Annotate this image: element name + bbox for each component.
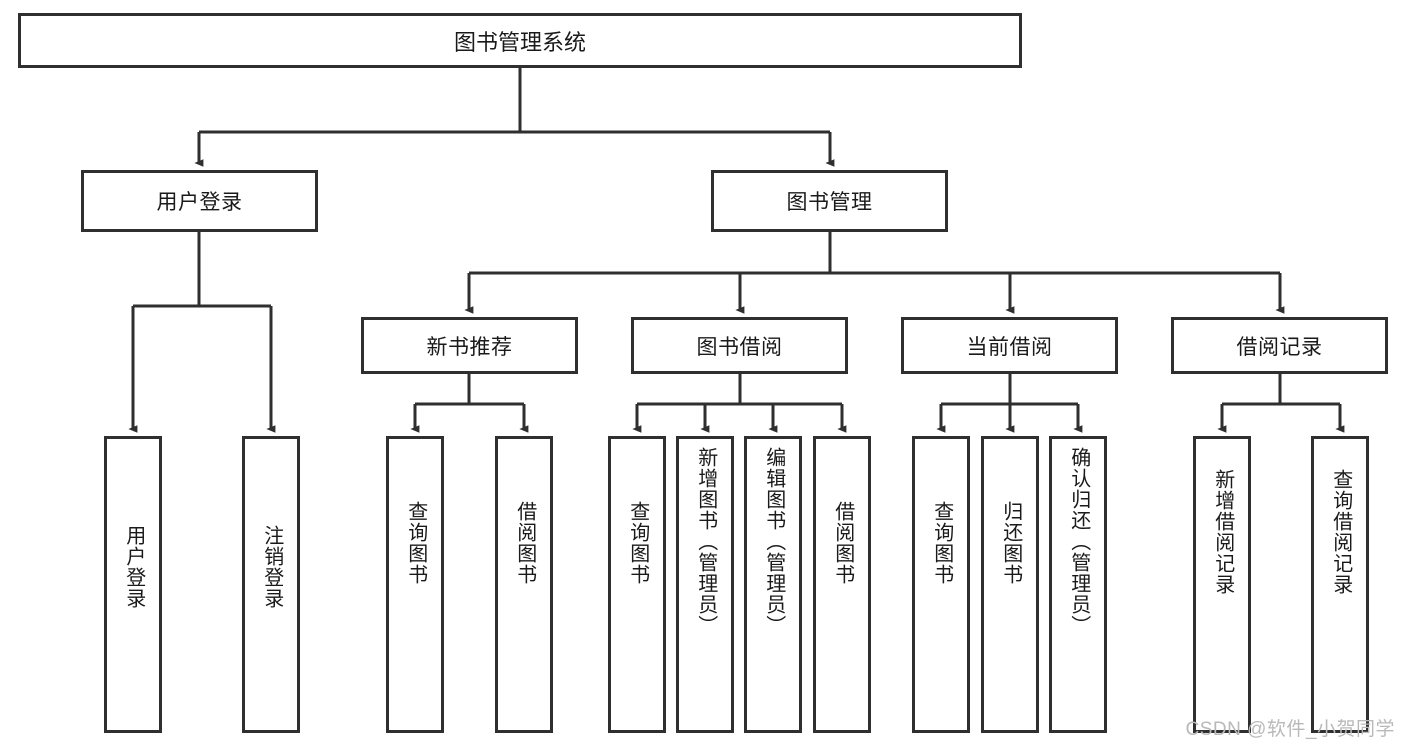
leaf-book-borrow-borrow[interactable]: 借阅图书 — [813, 436, 871, 733]
node-borrow-record[interactable]: 借阅记录 — [1171, 317, 1388, 374]
node-current-borrow-label: 当前借阅 — [966, 335, 1053, 359]
leaf-user-login-logout[interactable]: 注销登录 — [242, 436, 300, 733]
node-new-book-recommend-label: 新书推荐 — [426, 335, 513, 359]
leaf-new-book-borrow[interactable]: 借阅图书 — [495, 436, 553, 733]
leaf-book-borrow-edit[interactable]: 编辑图书（管理员） — [744, 436, 802, 733]
leaf-borrow-record-add[interactable]: 新增借阅记录 — [1193, 436, 1251, 733]
leaf-new-book-query-label: 查询图书 — [404, 501, 427, 585]
leaf-current-borrow-return[interactable]: 归还图书 — [981, 436, 1039, 733]
node-book-management[interactable]: 图书管理 — [711, 170, 948, 232]
leaf-book-borrow-borrow-label: 借阅图书 — [831, 501, 854, 585]
leaf-book-borrow-query[interactable]: 查询图书 — [608, 436, 666, 733]
leaf-user-login-login[interactable]: 用户登录 — [104, 436, 162, 733]
node-new-book-recommend[interactable]: 新书推荐 — [361, 317, 578, 374]
node-book-borrow[interactable]: 图书借阅 — [631, 317, 848, 374]
node-book-management-label: 图书管理 — [786, 191, 873, 214]
leaf-book-borrow-query-label: 查询图书 — [626, 501, 649, 585]
leaf-current-borrow-query-label: 查询图书 — [930, 501, 953, 585]
leaf-book-borrow-add-label: 新增图书（管理员） — [694, 447, 717, 636]
leaf-current-borrow-confirm-label: 确认归还（管理员） — [1067, 447, 1090, 636]
leaf-book-borrow-edit-label: 编辑图书（管理员） — [762, 447, 785, 636]
watermark: CSDN @软件_小贺同学 — [1185, 719, 1395, 740]
node-user-login-label: 用户登录 — [156, 191, 243, 214]
node-current-borrow[interactable]: 当前借阅 — [901, 317, 1118, 374]
leaf-borrow-record-query-label: 查询借阅记录 — [1329, 469, 1352, 595]
leaf-new-book-query[interactable]: 查询图书 — [386, 436, 444, 733]
leaf-new-book-borrow-label: 借阅图书 — [513, 501, 536, 585]
leaf-current-borrow-query[interactable]: 查询图书 — [912, 436, 970, 733]
node-root-label: 图书管理系统 — [453, 29, 586, 55]
node-root[interactable]: 图书管理系统 — [18, 13, 1022, 68]
leaf-user-login-login-label: 用户登录 — [122, 525, 145, 609]
node-borrow-record-label: 借阅记录 — [1236, 335, 1323, 359]
leaf-borrow-record-add-label: 新增借阅记录 — [1211, 469, 1234, 595]
leaf-current-borrow-return-label: 归还图书 — [999, 501, 1022, 585]
leaf-current-borrow-confirm[interactable]: 确认归还（管理员） — [1049, 436, 1107, 733]
node-user-login[interactable]: 用户登录 — [81, 170, 318, 232]
node-book-borrow-label: 图书借阅 — [696, 335, 783, 359]
leaf-book-borrow-add[interactable]: 新增图书（管理员） — [676, 436, 734, 733]
leaf-borrow-record-query[interactable]: 查询借阅记录 — [1311, 436, 1369, 733]
leaf-user-login-logout-label: 注销登录 — [260, 525, 283, 609]
